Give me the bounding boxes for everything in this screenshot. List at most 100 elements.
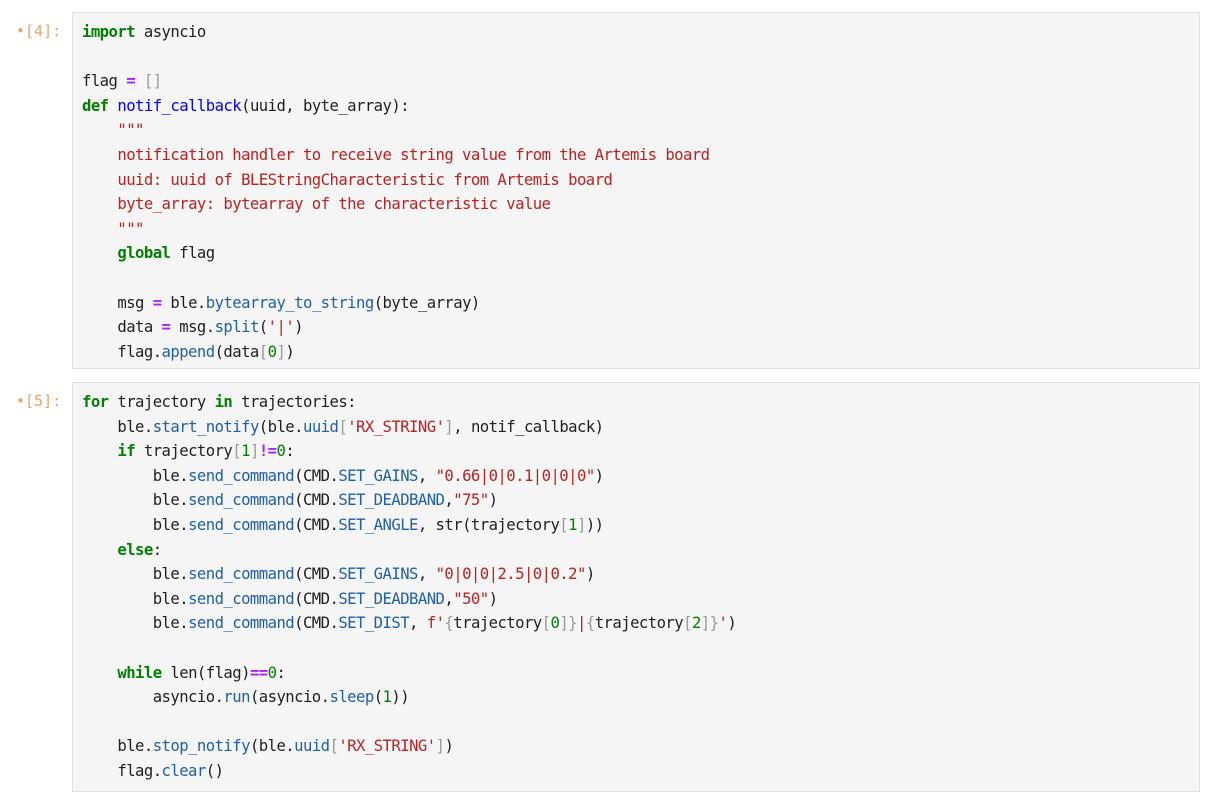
code-line: ble.send_command(CMD.SET_DIST, f'{trajec… <box>82 614 737 633</box>
code-input-area[interactable]: for trajectory in trajectories: ble. star… <box>72 382 1200 792</box>
code-token: if <box>117 442 136 461</box>
code-token: )) <box>585 515 604 534</box>
code-line: global flag <box>82 244 215 262</box>
code-token: 0 <box>276 442 286 461</box>
code-line: flag.append(data[0]) <box>82 343 294 361</box>
code-token: ble. <box>82 614 189 633</box>
cell-status-dot-icon: • <box>16 22 26 40</box>
code-token: )) <box>391 688 410 707</box>
code-token: ble. <box>82 589 189 608</box>
code-line: ble.send_command(CMD.SET_GAINS, "0|0|0|2… <box>82 565 596 584</box>
code-line: ble.send_command(CMD.SET_DEADBAND,"75") <box>82 491 498 510</box>
code-token: send_command <box>188 466 295 485</box>
code-token: (CMD. <box>294 466 339 485</box>
code-editor[interactable]: for trajectory in trajectories: ble. star… <box>73 383 1199 791</box>
code-token: while <box>117 663 162 682</box>
code-token: 0 <box>267 663 277 682</box>
code-token: , notif_callback) <box>453 417 604 436</box>
code-line: ble.stop_notify(ble.uuid['RX_STRING']) <box>82 737 453 755</box>
code-line: """ <box>82 121 144 139</box>
code-cell-4[interactable]: •[4]: import asyncio flag = [] def notif… <box>0 12 1209 369</box>
code-token: split <box>214 318 260 337</box>
code-token: : <box>152 540 162 559</box>
code-token: trajectory <box>135 442 233 461</box>
code-token: send_command <box>188 614 295 633</box>
code-token: flag. <box>82 342 162 361</box>
code-token: "0.66|0|0.1|0|0|0" <box>435 466 596 485</box>
code-token: (ble. <box>249 737 295 756</box>
code-token: send_command <box>188 491 295 510</box>
code-token: (CMD. <box>294 589 339 608</box>
code-token: start_notify <box>152 417 260 436</box>
code-token: uuid <box>294 737 330 756</box>
code-token: uuid <box>302 417 339 436</box>
code-token: byte_array: bytearray of the characteris… <box>117 195 551 214</box>
code-cell-5[interactable]: •[5]: for trajectory in trajectories: bl… <box>0 382 1209 792</box>
code-token: (CMD. <box>294 565 339 584</box>
code-line: ble.send_command(CMD.SET_ANGLE, str(traj… <box>82 516 604 534</box>
code-token: ) <box>294 318 303 337</box>
code-token: flag <box>170 244 215 263</box>
code-token: ' <box>718 614 728 633</box>
code-token: ( <box>373 688 383 707</box>
code-token: SET_DEADBAND <box>338 589 445 608</box>
code-token: (CMD. <box>294 491 339 510</box>
code-token <box>82 195 117 213</box>
code-token: { <box>585 614 595 633</box>
code-token: trajectory <box>108 393 215 411</box>
code-token: send_command <box>188 565 295 584</box>
code-line: for trajectory in trajectories: <box>82 393 357 411</box>
code-token <box>82 121 117 139</box>
code-token: , <box>417 466 436 485</box>
code-token: () <box>205 761 224 780</box>
code-line: import asyncio <box>82 23 206 41</box>
code-token: ) <box>488 491 498 510</box>
code-token: f' <box>426 614 445 633</box>
code-token <box>82 220 117 238</box>
code-line: byte_array: bytearray of the characteris… <box>82 195 551 214</box>
code-token: [ <box>232 442 242 461</box>
code-token: def <box>82 96 109 115</box>
code-token: ) <box>594 466 604 485</box>
code-token: ] <box>444 417 454 436</box>
code-line: notification handler to receive string v… <box>82 146 710 164</box>
code-token: import <box>82 23 136 41</box>
code-token: , <box>444 491 454 510</box>
code-token: [ <box>541 614 551 633</box>
code-token: SET_GAINS <box>338 466 418 485</box>
code-token: 1 <box>382 688 392 707</box>
code-line: data = msg.split('|') <box>82 318 303 336</box>
code-token: (data <box>214 342 260 361</box>
code-line: ble.send_command(CMD.SET_GAINS, "0.66|0|… <box>82 467 604 485</box>
code-token: for <box>82 393 109 411</box>
code-token <box>82 146 117 164</box>
code-editor[interactable]: import asyncio flag = [] def notif_callb… <box>73 13 1199 368</box>
code-token: 0 <box>267 342 277 361</box>
code-token: append <box>161 342 216 361</box>
code-token: "0|0|0|2.5|0|0.2" <box>435 565 587 584</box>
code-line: flag.clear() <box>82 761 224 780</box>
code-token: """ <box>117 219 144 238</box>
code-token: (CMD. <box>294 515 339 534</box>
code-token: [ <box>559 515 569 534</box>
code-token: SET_GAINS <box>338 565 418 584</box>
code-token: else <box>117 540 153 559</box>
code-token: (uuid, byte_array): <box>241 96 410 115</box>
code-token: ]} <box>700 614 719 633</box>
code-token: stop_notify <box>152 737 251 756</box>
code-token: ble. <box>82 491 189 510</box>
code-token: msg. <box>170 318 215 337</box>
code-token: 0 <box>550 614 560 633</box>
code-input-area[interactable]: import asyncio flag = [] def notif_callb… <box>72 12 1200 369</box>
code-token: | <box>577 614 586 633</box>
code-token: 'RX_STRING' <box>338 737 436 756</box>
execution-prompt: •[4]: <box>16 22 62 40</box>
code-token: ble. <box>161 293 206 312</box>
code-token: (byte_array) <box>373 293 481 312</box>
code-token: trajectory <box>594 614 684 633</box>
code-token: : <box>285 442 295 461</box>
code-token: SET_DEADBAND <box>338 491 445 510</box>
code-token: ]} <box>559 614 578 633</box>
code-token: """ <box>117 121 144 140</box>
code-token <box>135 72 144 90</box>
